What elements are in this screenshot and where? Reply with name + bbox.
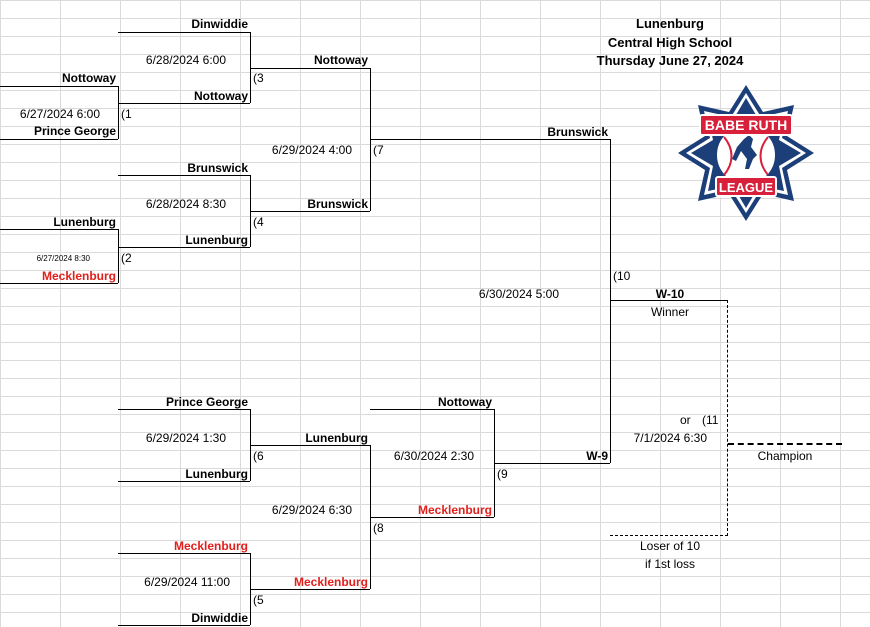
dashed-bracket-line [728,443,842,445]
game-7-number: (7 [373,143,384,157]
winner-label: Winner [650,305,689,319]
bracket-line [494,463,610,464]
team-mecklenburg-winner-g5: Mecklenburg [293,575,368,589]
game-3-number: (3 [253,71,264,85]
bracket-line [250,589,370,590]
team-lunenburg-l: Lunenburg [185,467,248,481]
game-8-number: (8 [373,521,384,535]
game-8-time: 6/29/2024 6:30 [271,503,352,517]
game-5-time: 6/29/2024 11:00 [144,575,230,589]
bracket-line [250,211,370,212]
bracket-line [118,229,119,283]
team-brunswick: Brunswick [187,161,248,175]
or-label: or [680,413,691,427]
team-lunenburg-winner-g2: Lunenburg [185,233,248,247]
game-4-time: 6/28/2024 8:30 [145,197,226,211]
team-brunswick-winner-g7: Brunswick [547,125,608,139]
team-dinwiddie-l: Dinwiddie [191,611,248,625]
bracket-line [250,68,370,69]
bracket-line [118,409,250,410]
game-11-number: (11 [702,413,719,427]
game-1-number: (1 [121,107,132,121]
dashed-bracket-line [610,535,728,536]
bracket-line [370,517,494,518]
game-5-number: (5 [253,593,264,607]
team-lunenburg: Lunenburg [53,215,116,229]
bracket-line [118,86,119,139]
team-lunenburg-winner-g6: Lunenburg [305,431,368,445]
venue-title: Lunenburg [636,16,704,31]
game-9-time: 6/30/2024 2:30 [393,449,474,463]
event-date: Thursday June 27, 2024 [596,53,744,68]
logo-top-text: BABE RUTH [705,117,787,133]
bracket-line [118,103,250,104]
team-nottoway: Nottoway [62,71,116,85]
bracket-line [610,300,728,301]
game-10-number: (10 [613,269,631,283]
game-1-time: 6/27/2024 6:00 [19,107,100,121]
team-prince-george-l: Prince George [165,395,248,409]
logo-bottom-text: LEAGUE [719,180,774,195]
bracket-line [370,409,494,410]
bracket-line [118,175,250,176]
team-nottoway-winner-g3: Nottoway [314,53,368,67]
game-4-number: (4 [253,215,264,229]
game-2-number: (2 [121,251,132,265]
bracket-line [118,481,250,482]
team-mecklenburg-winner-g8: Mecklenburg [417,503,492,517]
loser-of-10-label: Loser of 10 [639,539,701,553]
team-nottoway-winner-g1: Nottoway [194,89,248,103]
babe-ruth-league-logo: BABE RUTH LEAGUE [678,85,814,221]
team-mecklenburg-l: Mecklenburg [173,539,248,553]
team-dinwiddie: Dinwiddie [191,17,248,31]
game-10-winner-label: W-10 [655,287,685,301]
bracket-line [0,229,118,230]
bracket-line [118,247,250,248]
bracket-line [370,139,610,140]
champion-label: Champion [757,449,813,463]
game-11-time: 7/1/2024 6:30 [633,431,707,445]
game-9-number: (9 [497,467,508,481]
team-mecklenburg: Mecklenburg [41,269,116,283]
game-10-time: 6/30/2024 5:00 [478,287,559,301]
game-6-number: (6 [253,449,264,463]
game-2-time: 6/27/2024 8:30 [36,254,90,263]
bracket-line [118,625,250,626]
bracket-line [250,32,251,103]
game-9-winner-label: W-9 [586,449,608,463]
bracket-line [118,32,250,33]
game-6-time: 6/29/2024 1:30 [145,431,226,445]
team-nottoway-l: Nottoway [438,395,492,409]
bracket-line [0,283,118,284]
if-first-loss-label: if 1st loss [644,557,695,571]
venue-subtitle: Central High School [607,35,733,50]
bracket-line [250,445,370,446]
bracket-line [610,139,611,463]
bracket-line [0,139,118,140]
dashed-bracket-line [727,300,728,536]
bracket-line [0,86,118,87]
game-7-time: 6/29/2024 4:00 [271,143,352,157]
game-3-time: 6/28/2024 6:00 [145,53,226,67]
team-prince-george: Prince George [33,124,116,138]
bracket-line [118,553,250,554]
team-brunswick-winner-g4: Brunswick [307,197,368,211]
